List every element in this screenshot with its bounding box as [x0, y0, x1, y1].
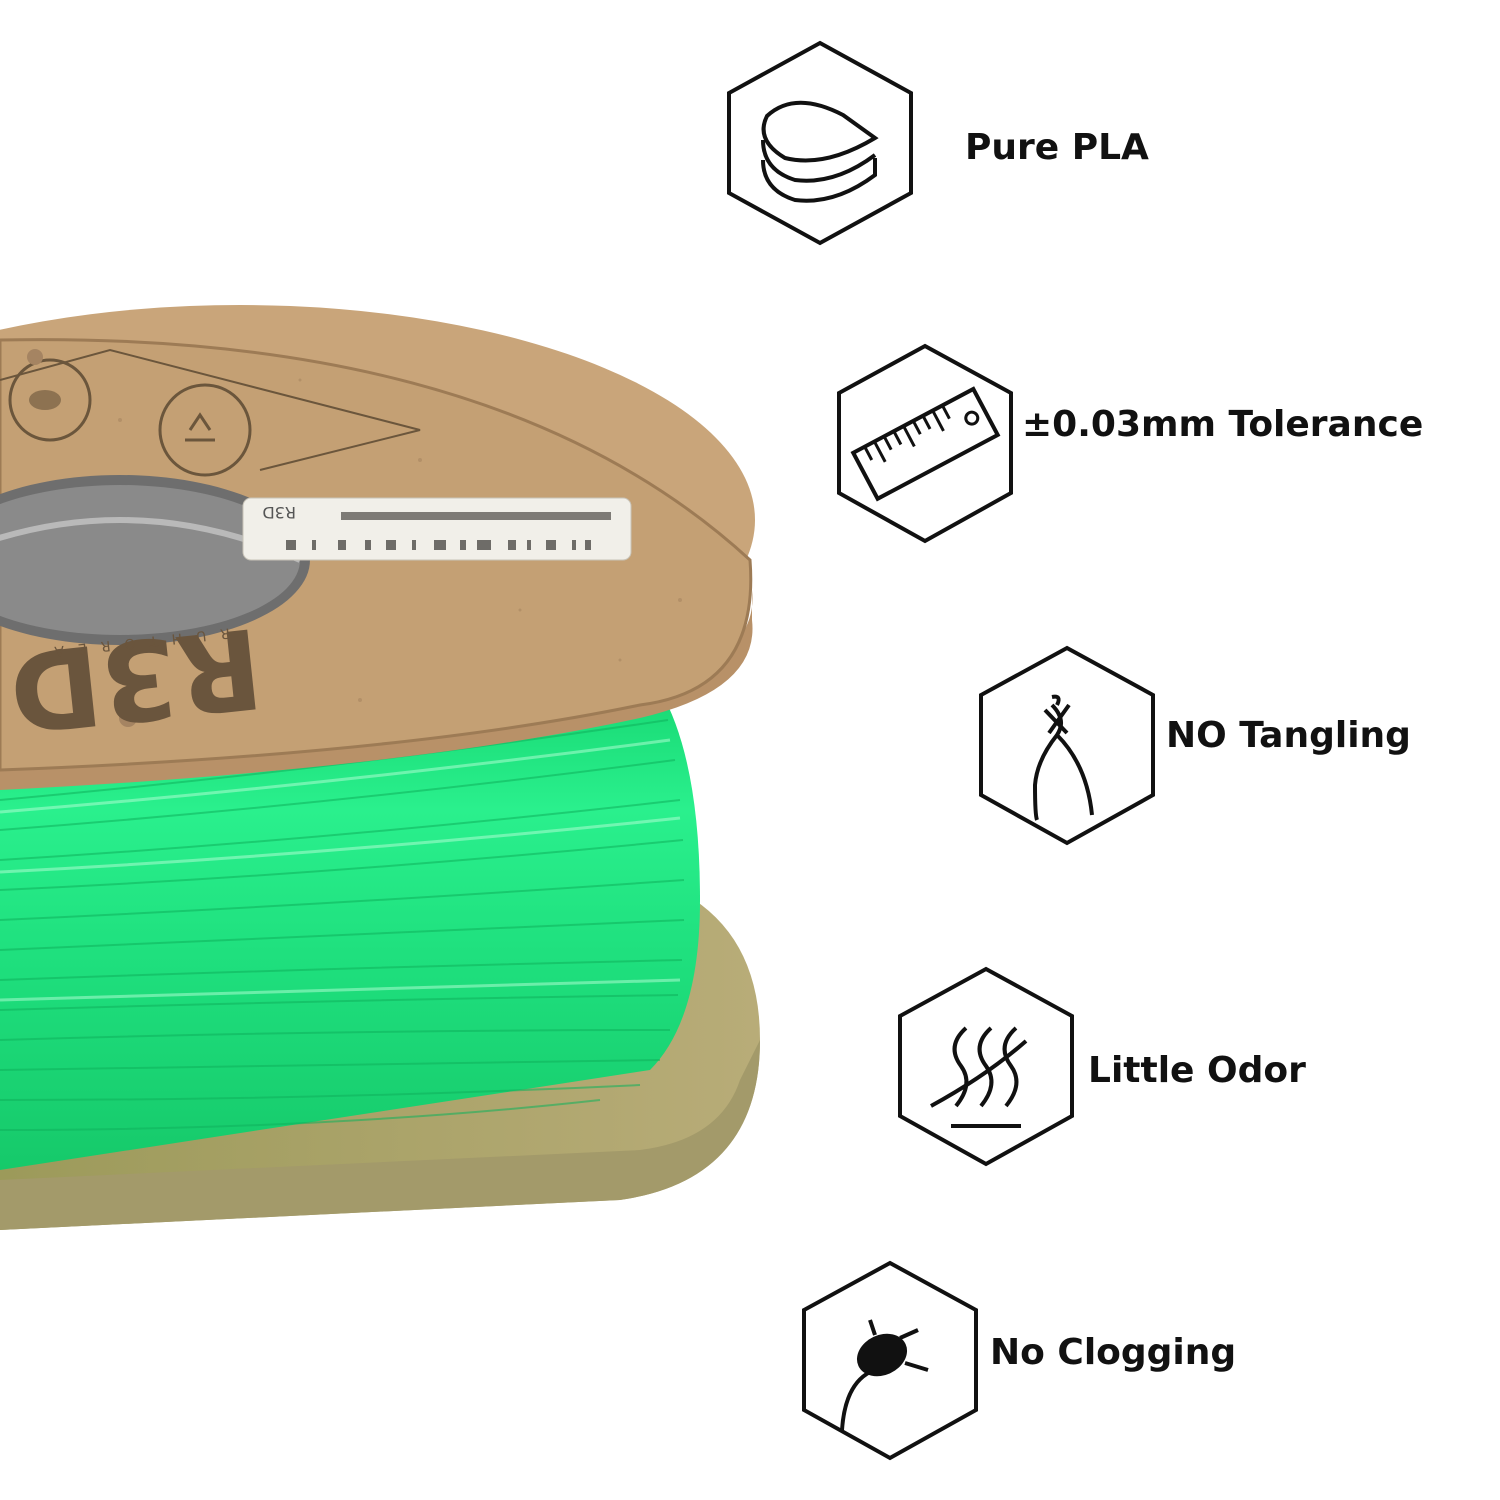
nozzle-blob-icon: [802, 1260, 978, 1461]
feature-label: NO Tangling: [1166, 715, 1411, 756]
odor-waves-icon: [898, 966, 1074, 1167]
filament-spool-image: R3D R3D RUHTOREA: [0, 305, 760, 1230]
knot-icon: [979, 645, 1155, 846]
feature-label: Pure PLA: [965, 127, 1149, 168]
label-brand-text: R3D: [262, 503, 296, 522]
ruler-icon: [837, 343, 1013, 544]
feature-label: ±0.03mm Tolerance: [1022, 404, 1424, 445]
spool-brand-mark: R3D: [3, 603, 268, 757]
layers-icon: [727, 40, 913, 246]
feature-label: No Clogging: [990, 1332, 1237, 1373]
feature-label: Little Odor: [1088, 1050, 1306, 1091]
